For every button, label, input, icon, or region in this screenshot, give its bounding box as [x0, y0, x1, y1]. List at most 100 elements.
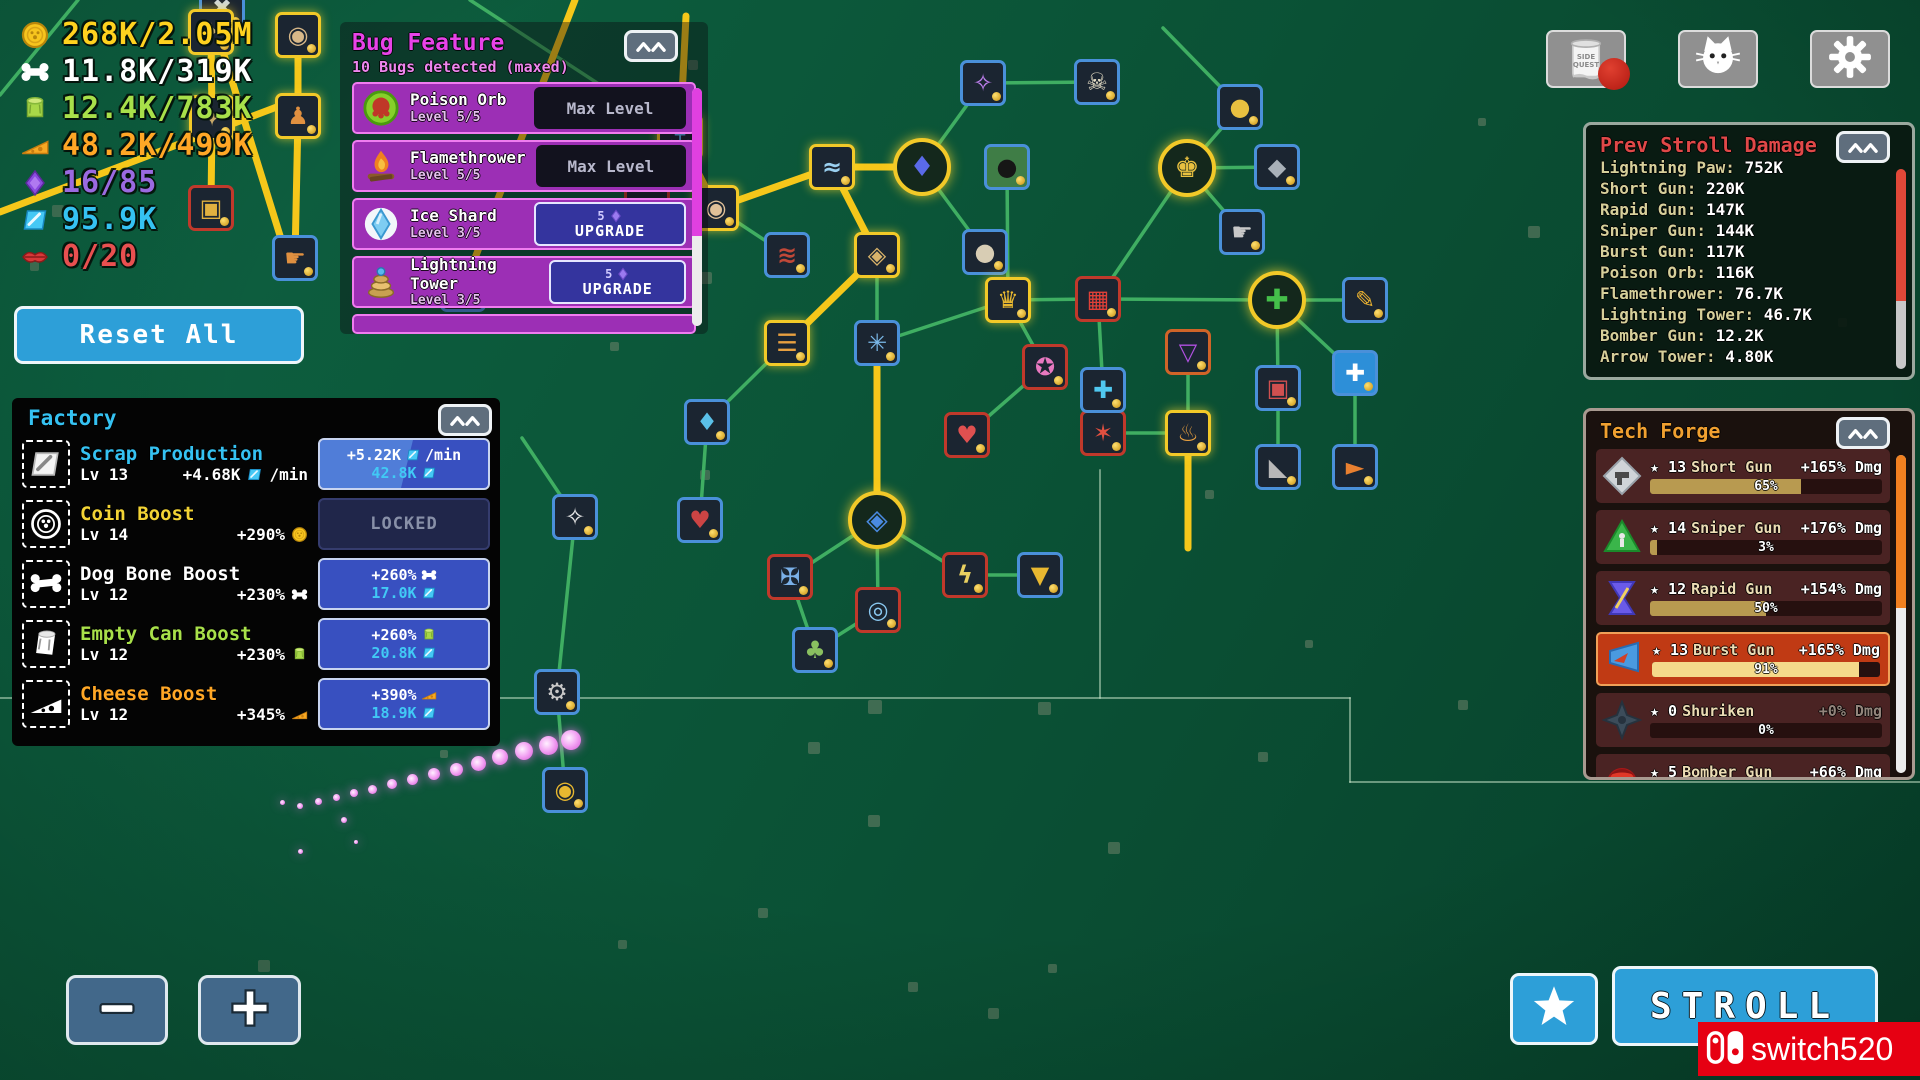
node-gem-core[interactable]: ♦ — [893, 138, 951, 196]
reset-all-button[interactable]: Reset All — [14, 306, 304, 364]
favorite-button[interactable] — [1510, 973, 1598, 1045]
debris-square — [688, 60, 698, 70]
node-wing[interactable]: ◣ — [1255, 444, 1301, 490]
empty-can-boost-icon — [28, 626, 64, 662]
factory-buy-button[interactable]: +390%18.9K — [318, 678, 490, 730]
side-quest-button[interactable]: SIDE QUEST — [1546, 30, 1630, 90]
node-gold-plate[interactable]: ◈ — [854, 232, 900, 278]
node-gold-cone[interactable]: ▼ — [1017, 552, 1063, 598]
factory-collapse-button[interactable] — [438, 404, 492, 436]
max-level-button: Max Level — [535, 145, 686, 187]
node-path-1[interactable]: ✦ — [188, 9, 234, 55]
node-rock[interactable]: ◆ — [1254, 144, 1300, 190]
node-duck-core[interactable]: ♚ — [1158, 139, 1216, 197]
node-mouth[interactable]: ♥ — [944, 412, 990, 458]
node-feather[interactable]: ✧ — [960, 60, 1006, 106]
node-shells[interactable]: ◉ — [275, 12, 321, 58]
can-icon — [291, 646, 308, 663]
damage-entry-label: Lightning Paw: — [1600, 158, 1745, 177]
zoom-out-button[interactable] — [66, 975, 168, 1045]
node-gold-bell[interactable]: ♛ — [985, 277, 1031, 323]
node-pasta[interactable]: ♨ — [1165, 410, 1211, 456]
bug-feature-scrollbar[interactable] — [692, 88, 702, 326]
forge-weapon-name: Burst Gun — [1693, 641, 1775, 659]
node-red-grid[interactable]: ▦ — [1075, 276, 1121, 322]
node-path-2-glyph: ✦ — [201, 104, 223, 132]
node-blue-plus-glyph: ✚ — [1092, 376, 1114, 404]
debris-square — [908, 982, 918, 992]
factory-level: Lv 12 — [80, 704, 129, 724]
node-bacon[interactable]: ≋ — [764, 232, 810, 278]
node-armor-core[interactable]: ◈ — [848, 491, 906, 549]
node-dragon[interactable]: ✠ — [767, 554, 813, 600]
tech-forge-scrollbar[interactable] — [1896, 455, 1906, 773]
node-orange-hand[interactable]: ☛ — [272, 235, 318, 281]
node-figure-glyph: ♟ — [287, 102, 309, 130]
node-truck[interactable]: ▣ — [188, 185, 234, 231]
factory-sub: Lv 12+230% — [80, 645, 308, 664]
bug-feature-collapse-button[interactable] — [624, 30, 678, 62]
damage-entry-label: Rapid Gun: — [1600, 200, 1706, 219]
node-gold-egg[interactable]: ● — [1217, 84, 1263, 130]
damage-entry-value: 117K — [1705, 242, 1745, 261]
node-canned-food[interactable]: ▣ — [1255, 365, 1301, 411]
node-mouth-glyph: ♥ — [956, 421, 978, 449]
factory-sub: Lv 12+230% — [80, 585, 308, 604]
node-red-berry[interactable]: ✶ — [1080, 410, 1126, 456]
factory-buy-button[interactable]: +260%20.8K — [318, 618, 490, 670]
node-palm[interactable]: ♣ — [792, 627, 838, 673]
damage-entry: Rapid Gun: 147K — [1600, 199, 1898, 220]
node-health-core[interactable]: ✚ — [1248, 271, 1306, 329]
node-lightning-paw[interactable]: ≈ — [809, 144, 855, 190]
cat-button[interactable] — [1678, 30, 1758, 88]
node-medkit[interactable]: ✚ — [1332, 350, 1378, 396]
settings-button[interactable] — [1810, 30, 1890, 88]
node-pencil-glyph: ✎ — [1354, 286, 1376, 314]
node-dart[interactable]: ► — [1332, 444, 1378, 490]
node-lungs[interactable]: ♥ — [677, 497, 723, 543]
node-skull[interactable]: ☠ — [1074, 59, 1120, 105]
resource-coins-value: 268K/2.05M — [62, 17, 253, 52]
node-pencil[interactable]: ✎ — [1342, 277, 1388, 323]
tech-forge-collapse-button[interactable] — [1836, 417, 1890, 449]
debris-square — [1048, 964, 1057, 973]
node-rooster[interactable]: ϟ — [942, 552, 988, 598]
node-path-2[interactable]: ✦ — [189, 95, 235, 141]
bug-upgrade-name: Flamethrower — [410, 148, 526, 168]
node-shadow[interactable]: ● — [984, 144, 1030, 190]
node-pink-blob[interactable]: ✪ — [1022, 344, 1068, 390]
factory-buy-button[interactable]: +260%17.0K — [318, 558, 490, 610]
node-wrench[interactable]: ⚙ — [534, 669, 580, 715]
node-gold-nugget[interactable]: ◉ — [542, 767, 588, 813]
node-cloth[interactable]: ▽ — [1165, 329, 1211, 375]
damage-entry: Arrow Tower: 4.80K — [1600, 346, 1898, 367]
node-blue-plus[interactable]: ✚ — [1080, 367, 1126, 413]
particle — [561, 730, 581, 750]
upgrade-cost: 5 — [597, 208, 605, 223]
node-figure[interactable]: ♟ — [275, 93, 321, 139]
node-feather-quill[interactable]: ✧ — [552, 494, 598, 540]
node-drop[interactable]: ♦ — [684, 399, 730, 445]
node-water-swirl[interactable]: ◎ — [855, 587, 901, 633]
node-moon[interactable]: ● — [962, 229, 1008, 275]
node-burger[interactable]: ☰ — [764, 320, 810, 366]
node-web[interactable]: ✳ — [854, 320, 900, 366]
prev-stroll-scrollbar[interactable] — [1896, 169, 1906, 369]
factory-name: Coin Boost — [80, 503, 195, 526]
node-hand[interactable]: ☛ — [1219, 209, 1265, 255]
prev-stroll-collapse-button[interactable] — [1836, 131, 1890, 163]
debris-square — [1205, 490, 1214, 499]
zoom-in-button[interactable] — [198, 975, 301, 1045]
